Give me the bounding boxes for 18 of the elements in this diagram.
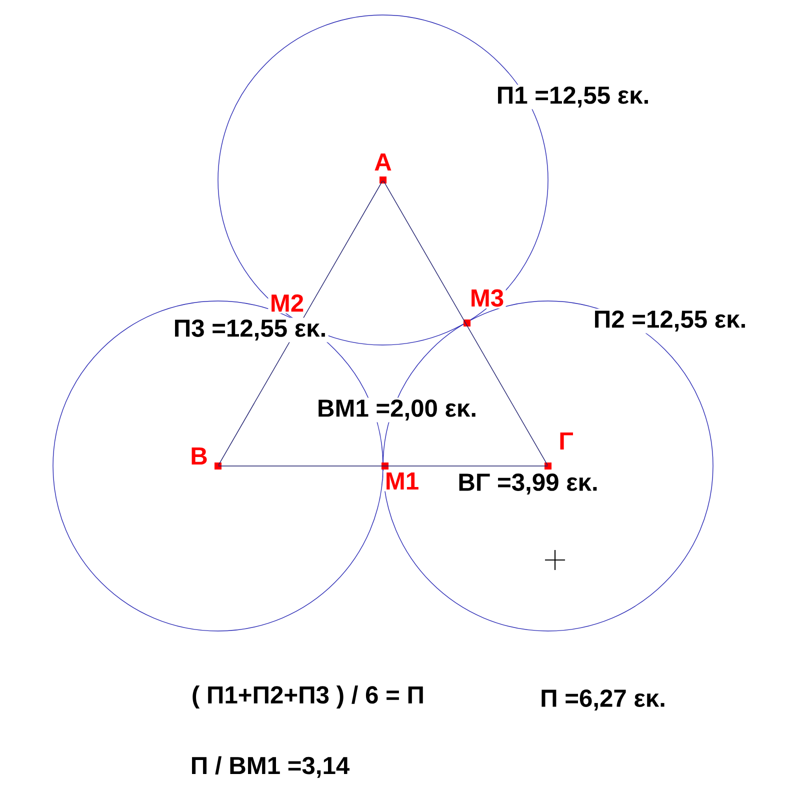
point-label: Α <box>372 152 394 172</box>
measurement-label: Π =6,27 εκ. <box>538 688 668 712</box>
point-label: Μ1 <box>383 470 421 492</box>
point-label: Μ3 <box>468 288 506 308</box>
measurement-label: Π1 =12,55 εκ. <box>494 84 652 110</box>
node-label: Μ2 <box>272 294 304 312</box>
measurement-label: ΒΓ =3,99 εκ. <box>456 472 600 496</box>
triangle-side <box>218 180 383 466</box>
node-label: Μ1 <box>386 472 418 490</box>
triangle-side <box>383 180 548 466</box>
point-label: Μ2 <box>268 292 306 314</box>
measurement-label: Π3 =12,55 εκ. <box>172 318 328 342</box>
measurement-label: ΒΜ1 =2,00 εκ. <box>315 398 479 422</box>
point-label: Γ <box>556 430 576 452</box>
measurement-label: Π2 =12,55 εκ. <box>592 308 748 334</box>
measurement-label: Π / ΒΜ1 =3,14 <box>188 754 352 780</box>
point-label: Β <box>188 446 210 466</box>
measurement-label: ( Π1+Π2+Π3 ) / 6 = Π <box>190 684 426 710</box>
